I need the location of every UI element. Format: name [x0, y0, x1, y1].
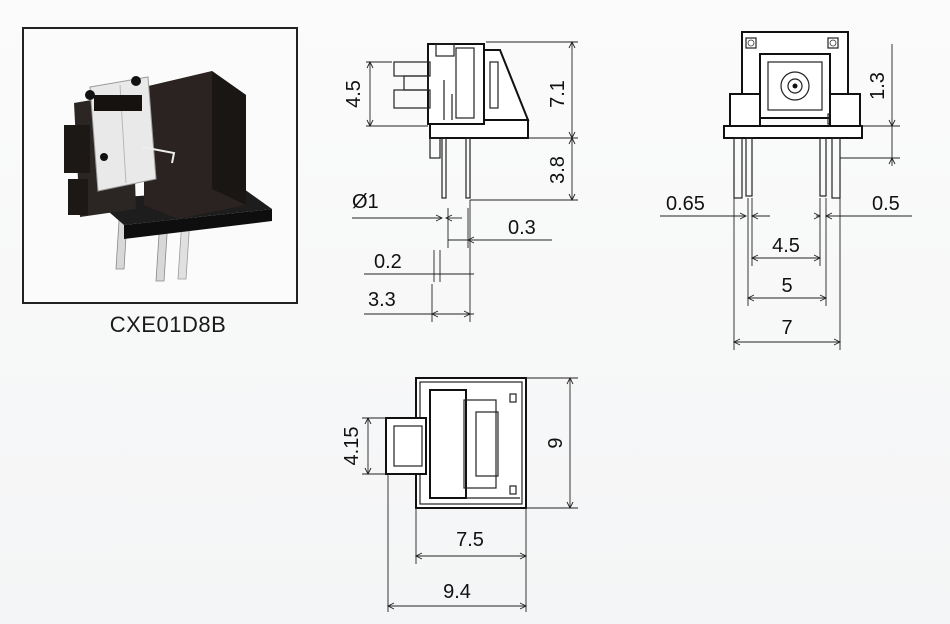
dim-side-pin-offset: 0.3	[508, 217, 536, 239]
dim-top-total-width: 9.4	[443, 581, 471, 603]
part-number-label: CXE01D8B	[109, 312, 227, 337]
dim-side-pin-spacing: 3.3	[368, 289, 396, 311]
connector-photo-illustration	[24, 29, 296, 302]
dim-side-upper-height: 4.5	[343, 80, 365, 108]
dim-front-inner-span: 4.5	[772, 235, 800, 257]
dim-side-pin-diameter: Ø1	[352, 191, 379, 213]
top-view: 4.15 9 7.5 9.4	[341, 376, 578, 612]
dim-side-pin-gap: 0.2	[374, 251, 402, 273]
dim-front-total-width: 7	[781, 317, 792, 339]
dim-side-pin-length: 3.8	[547, 156, 569, 184]
side-view: 4.5 7.1 3.8 Ø1 0.3	[343, 40, 578, 322]
dim-front-pin-height: 1.3	[867, 72, 889, 100]
dim-front-mid-span: 5	[781, 275, 792, 297]
dim-side-total-height: 7.1	[547, 80, 569, 108]
dim-top-window-height: 4.15	[341, 427, 363, 466]
dim-front-pin-width-right: 0.5	[872, 193, 900, 215]
dim-top-depth: 9	[545, 437, 567, 448]
product-photo	[22, 27, 298, 304]
dim-front-pin-width-left: 0.65	[666, 193, 705, 215]
dim-top-inner-width: 7.5	[456, 529, 484, 551]
front-view: 1.3 0.65 0.5 4.5 5	[660, 31, 912, 350]
